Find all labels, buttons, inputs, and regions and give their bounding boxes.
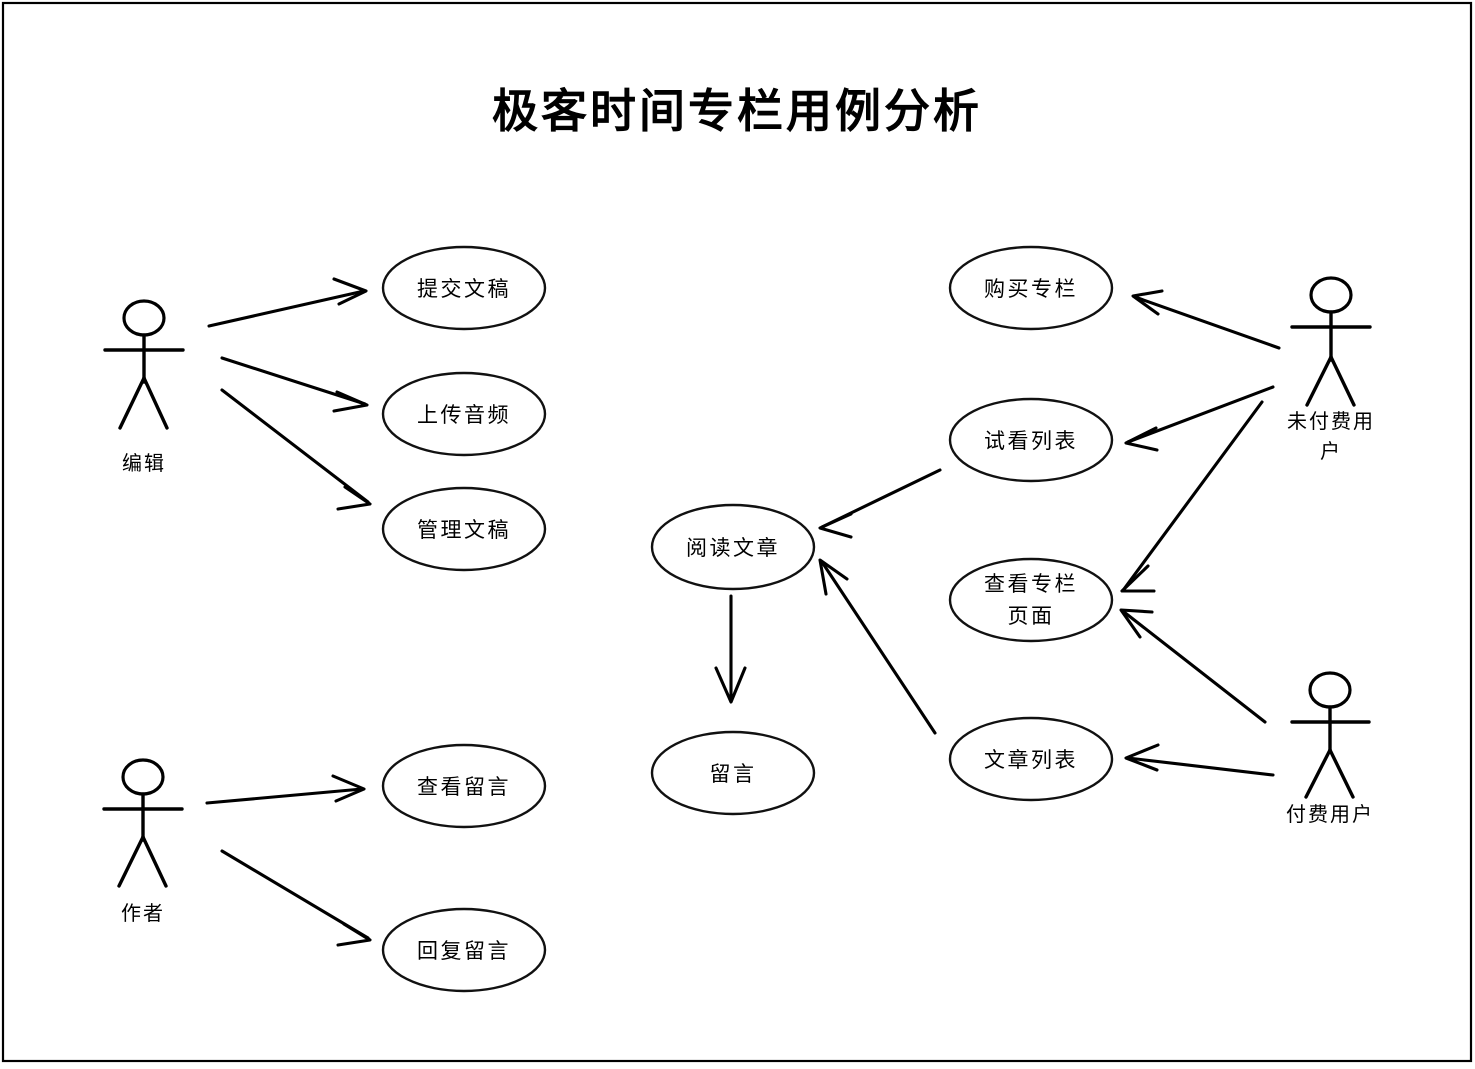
- usecase-label-article-list: 文章列表: [984, 748, 1078, 772]
- usecase-upload-audio[interactable]: 上传音频: [381, 371, 547, 457]
- actor-leg-right: [1329, 355, 1356, 407]
- diagram-title: 极客时间专栏用例分析: [492, 84, 982, 138]
- actor-paid-user[interactable]: 付费用户: [1286, 671, 1374, 826]
- usecase-view-column-page[interactable]: 查看专栏 页面: [948, 557, 1114, 643]
- actor-leg-left: [1304, 748, 1332, 799]
- actor-leg-left: [117, 835, 145, 888]
- usecase-buy-column[interactable]: 购买专栏: [948, 245, 1114, 331]
- relation-author-reply-comments: [220, 849, 372, 947]
- actor-leg-left: [118, 376, 146, 430]
- relation-paid-article-list: [1124, 743, 1275, 777]
- usecase-label-reply-comments: 回复留言: [417, 939, 511, 963]
- relation-paid-view-column-page: [1119, 608, 1267, 724]
- usecase-submit-draft[interactable]: 提交文稿: [381, 245, 547, 331]
- actor-author[interactable]: 作者: [102, 758, 184, 925]
- usecase-label-view-column-page-line1: 查看专栏: [984, 572, 1078, 596]
- usecase-article-list[interactable]: 文章列表: [948, 716, 1114, 802]
- usecase-label-manage-draft: 管理文稿: [417, 518, 511, 542]
- actor-unpaid-user[interactable]: 未付费用 户: [1287, 276, 1375, 463]
- actor-head-icon: [1309, 276, 1353, 314]
- usecase-label-upload-audio: 上传音频: [417, 403, 511, 427]
- relation-unpaid-trial-list: [1124, 385, 1275, 452]
- usecase-read-article[interactable]: 阅读文章: [650, 503, 816, 591]
- relation-author-view-comments: [205, 774, 366, 805]
- usecase-label-view-comments: 查看留言: [417, 775, 511, 799]
- usecase-label-submit-draft: 提交文稿: [417, 277, 511, 301]
- actor-label-author: 作者: [121, 901, 165, 925]
- usecase-label-view-column-page-line2: 页面: [1008, 604, 1055, 628]
- actor-leg-right: [141, 835, 168, 888]
- usecase-label-buy-column: 购买专栏: [984, 277, 1078, 301]
- usecase-label-trial-list: 试看列表: [984, 429, 1078, 453]
- relation-trial-list-read-article: [818, 468, 942, 539]
- relation-article-list-read-article: [818, 558, 937, 735]
- actor-label-editor: 编辑: [122, 451, 166, 475]
- actor-head-icon: [121, 758, 165, 796]
- usecase-manage-draft[interactable]: 管理文稿: [381, 486, 547, 572]
- actor-leg-right: [1328, 748, 1355, 799]
- actor-label-paid: 付费用户: [1286, 802, 1374, 826]
- actor-head-icon: [1308, 671, 1352, 709]
- usecase-reply-comments[interactable]: 回复留言: [381, 907, 547, 993]
- actor-label-unpaid-line1: 未付费用: [1287, 409, 1375, 433]
- relation-editor-manage-draft: [220, 388, 372, 511]
- actor-leg-right: [142, 376, 169, 430]
- relation-read-article-leave-comment: [714, 594, 747, 704]
- actor-editor[interactable]: 编辑: [103, 299, 185, 475]
- usecase-label-read-article: 阅读文章: [686, 536, 780, 560]
- relation-unpaid-view-column-page: [1120, 400, 1264, 593]
- usecase-trial-list[interactable]: 试看列表: [948, 397, 1114, 483]
- usecase-leave-comment[interactable]: 留言: [650, 730, 816, 816]
- actor-head-icon: [122, 299, 166, 337]
- usecase-view-comments[interactable]: 查看留言: [381, 743, 547, 829]
- usecase-label-leave-comment: 留言: [710, 762, 757, 786]
- relation-editor-upload-audio: [220, 356, 369, 413]
- relation-unpaid-buy-column: [1131, 289, 1281, 350]
- actor-leg-left: [1305, 355, 1333, 407]
- actor-label-unpaid-line2: 户: [1320, 439, 1342, 463]
- relation-editor-submit-draft: [207, 277, 368, 328]
